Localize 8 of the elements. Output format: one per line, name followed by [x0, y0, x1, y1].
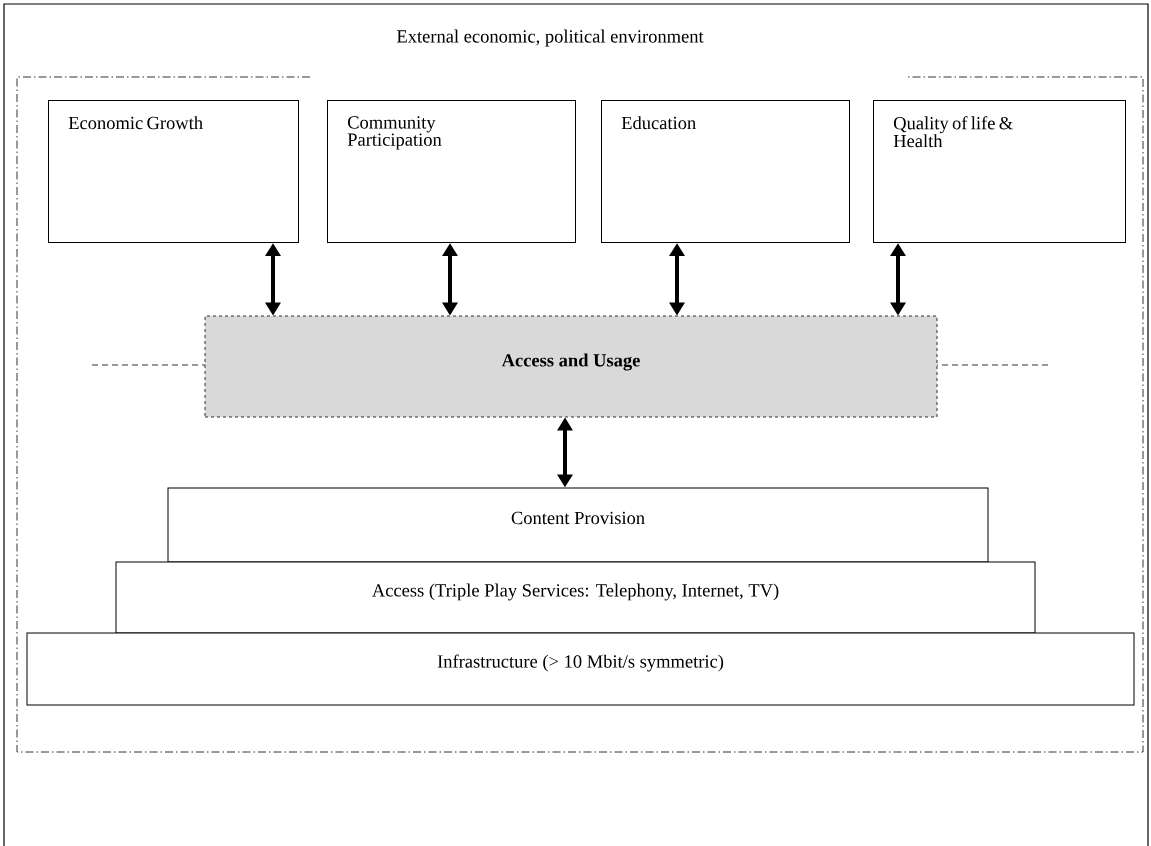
outcome-box: Economic Growth — [48, 100, 299, 243]
access-usage-box: Access and Usage — [204, 315, 938, 418]
layer-box: Access (Triple Play Services: Telephony, Internet, TV) — [115, 561, 1036, 634]
outcome-box: Education — [601, 100, 850, 243]
outcome-box: Quality of life & Health — [873, 100, 1126, 243]
layer-box: Infrastructure (> 10 Mbit/s symmetric) — [26, 632, 1135, 706]
outcome-box: Community Participation — [327, 100, 576, 243]
layer-box: Content Provision — [167, 487, 989, 563]
